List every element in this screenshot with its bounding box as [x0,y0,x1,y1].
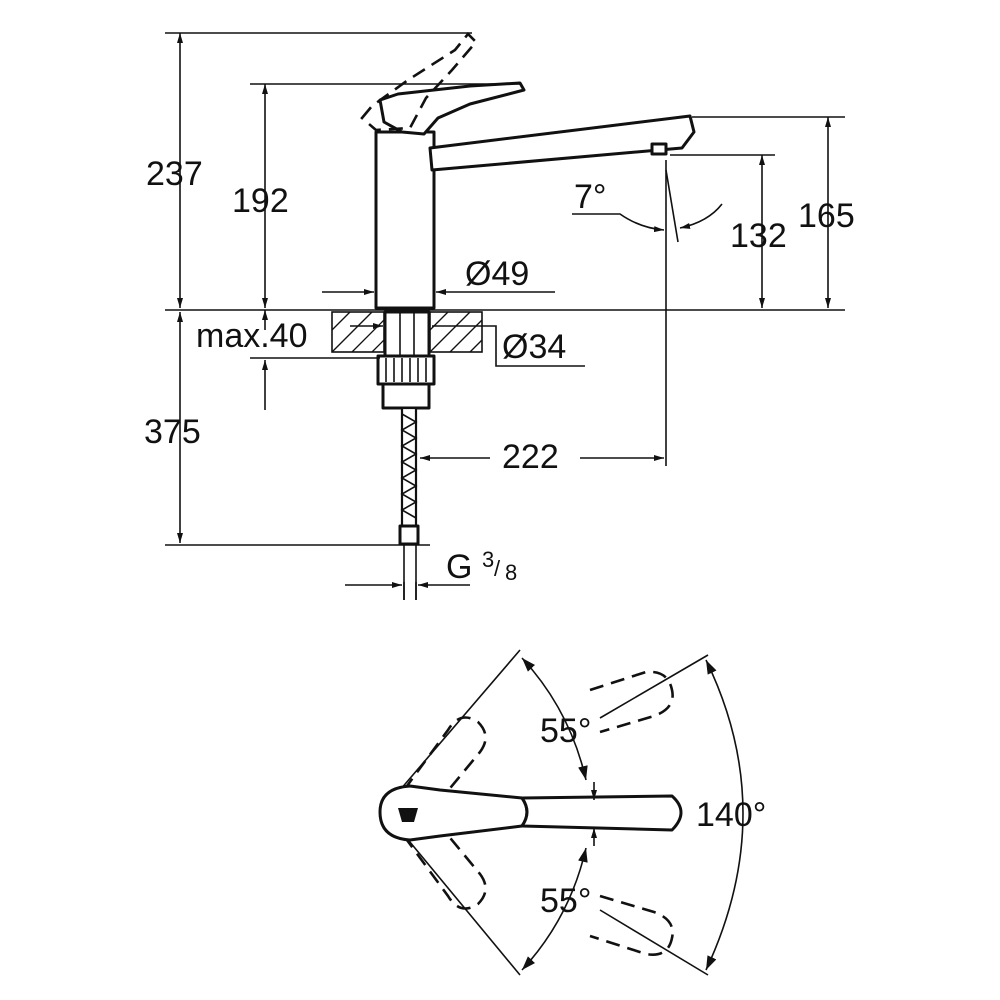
dim-hose-length: 375 [144,413,201,451]
side-view: 237 192 165 132 7° Ø49 max.40 Ø34 375 22… [144,32,855,600]
dim-hole-diameter: Ø34 [502,328,566,366]
dim-angle-lower: 55° [540,882,591,920]
lever-cartridge-mark [398,808,418,822]
lever-handle [378,81,526,136]
dim-thread-denominator: 8 [505,560,517,585]
lever-extended [520,794,683,832]
mounting-fixing [376,310,436,410]
dim-body-diameter: Ø49 [465,255,529,293]
lever-position-upper-right [589,670,674,734]
top-view: 55° 55° 140° [378,649,766,976]
dim-thread-slash: / [494,556,501,581]
lever-handle-raised [360,32,478,132]
dim-spout-height: 165 [798,197,855,235]
dim-thread-prefix: G [446,548,472,586]
faucet-body [374,130,436,310]
spout-aerator [650,142,668,156]
dim-max-deck: max.40 [196,317,308,355]
dim-thread-numerator: 3 [482,547,494,572]
dim-reach: 222 [502,438,559,476]
dim-total-height: 237 [146,155,203,193]
dim-outlet-height: 132 [730,217,787,255]
dim-body-height: 192 [232,182,289,220]
lever-position-lower-right [589,894,674,956]
countertop-section [331,311,483,353]
faucet-spout [428,114,696,172]
lever-position-upper-left [402,716,487,811]
supply-hose [398,406,420,600]
lever-position-lower-left [402,815,487,910]
dim-outlet-angle: 7° [574,178,607,216]
dim-angle-upper: 55° [540,712,591,750]
dim-angle-total: 140° [696,796,766,834]
